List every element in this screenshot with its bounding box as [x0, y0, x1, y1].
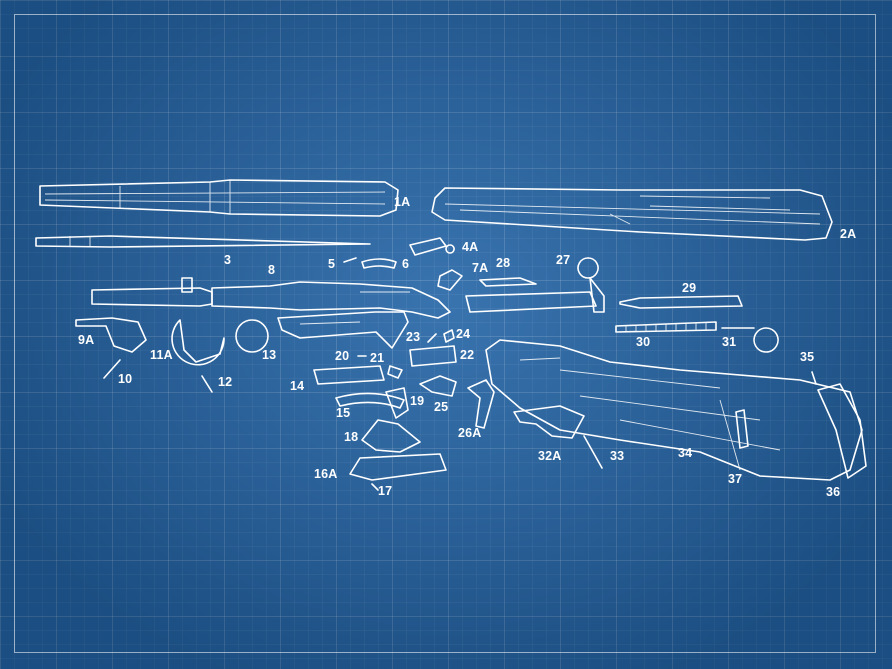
- part-33: [583, 435, 603, 469]
- label-18: 18: [344, 430, 359, 444]
- blueprint-border: [14, 14, 876, 653]
- label-10: 10: [118, 372, 133, 386]
- label-27: 27: [556, 253, 571, 267]
- part-23: [427, 333, 437, 343]
- label-1a: 1A: [394, 195, 411, 209]
- part-22: [409, 345, 457, 367]
- part-19: [385, 387, 409, 419]
- part-36: [817, 383, 867, 479]
- part-28: [465, 291, 597, 313]
- label-5: 5: [328, 257, 336, 271]
- label-11a: 11A: [150, 348, 173, 362]
- label-7a: 7A: [472, 261, 489, 275]
- part-29: [619, 295, 743, 309]
- part-14: [313, 365, 385, 385]
- label-28: 28: [496, 256, 511, 270]
- part-21: [387, 365, 403, 379]
- label-34: 34: [678, 446, 693, 460]
- label-29: 29: [682, 281, 697, 295]
- label-31: 31: [722, 335, 737, 349]
- label-23: 23: [406, 330, 421, 344]
- part-12: [201, 375, 213, 393]
- label-20: 20: [335, 349, 350, 363]
- label-6: 6: [402, 257, 410, 271]
- label-37: 37: [728, 472, 743, 486]
- part-30-spring: [615, 321, 717, 333]
- part-34-stock: [485, 339, 863, 481]
- part-28-top: [479, 277, 537, 287]
- label-19: 19: [410, 394, 425, 408]
- label-22: 22: [460, 348, 475, 362]
- part-16a: [349, 453, 447, 481]
- part-18: [361, 419, 421, 453]
- part-3-rod: [35, 235, 371, 248]
- part-10: [103, 359, 121, 379]
- part-6: [361, 258, 397, 269]
- part-27: [577, 257, 605, 313]
- label-32a: 32A: [538, 449, 562, 463]
- label-25: 25: [434, 400, 449, 414]
- part-7a: [437, 269, 463, 291]
- label-24: 24: [456, 327, 471, 341]
- part-32a: [513, 405, 585, 439]
- part-35: [811, 371, 817, 385]
- label-12: 12: [218, 375, 233, 389]
- part-1a-handguard: [39, 179, 399, 217]
- part-17: [371, 483, 379, 491]
- part-2a-barrel-channel: [431, 187, 833, 241]
- part-11a: [171, 319, 225, 366]
- label-26a: 26A: [458, 426, 482, 440]
- part-31: [721, 327, 779, 353]
- label-14: 14: [290, 379, 305, 393]
- part-13-ring: [235, 319, 269, 353]
- label-8: 8: [268, 263, 276, 277]
- part-26a: [467, 379, 495, 429]
- label-16a: 16A: [314, 467, 338, 481]
- part-37: [735, 409, 749, 449]
- label-36: 36: [826, 485, 841, 499]
- part-8-receiver: [91, 277, 451, 349]
- label-15: 15: [336, 406, 351, 420]
- label-13: 13: [262, 348, 277, 362]
- label-33: 33: [610, 449, 625, 463]
- part-9a: [75, 317, 147, 353]
- label-3: 3: [224, 253, 232, 267]
- label-35: 35: [800, 350, 815, 364]
- label-9a: 9A: [78, 333, 95, 347]
- label-30: 30: [636, 335, 651, 349]
- part-5: [343, 257, 357, 263]
- label-17: 17: [378, 484, 393, 498]
- label-2a: 2A: [840, 227, 857, 241]
- part-24: [443, 329, 455, 343]
- label-21: 21: [370, 351, 385, 365]
- part-15: [335, 392, 405, 409]
- part-4a: [409, 237, 455, 256]
- part-25: [419, 375, 457, 397]
- label-4a: 4A: [462, 240, 479, 254]
